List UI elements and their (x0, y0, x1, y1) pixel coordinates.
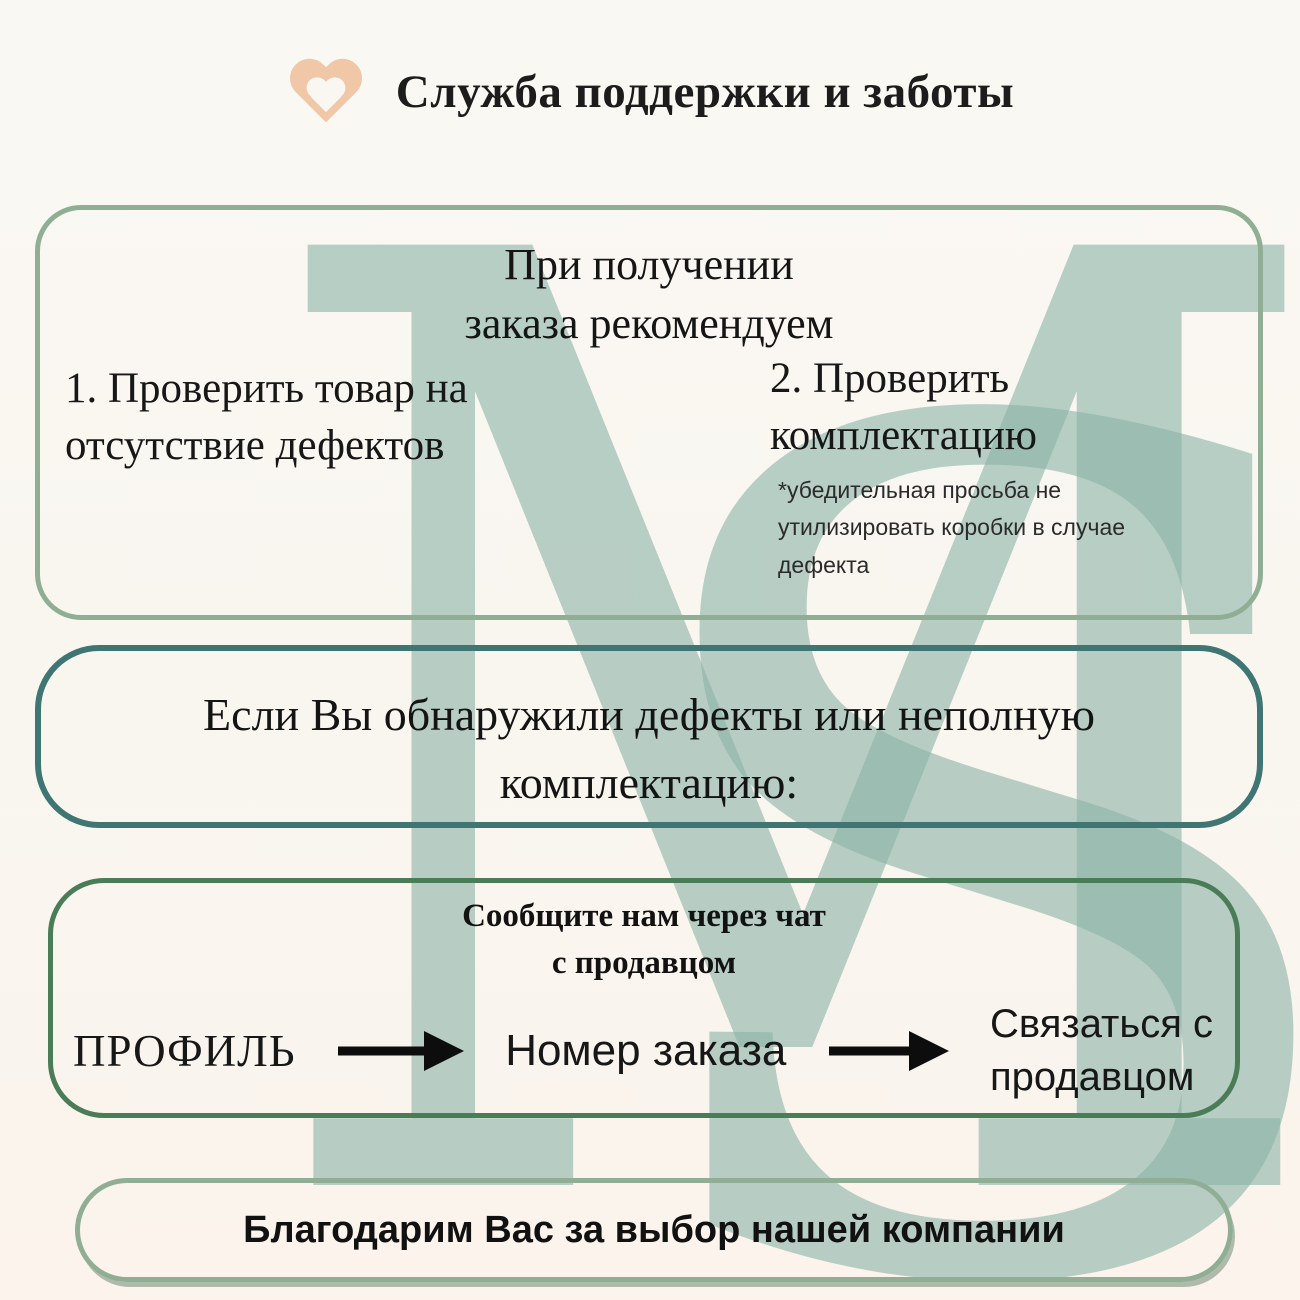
box1-heading-line1: При получении (504, 240, 794, 289)
contact-heading-line2: с продавцом (551, 944, 737, 981)
box1-heading-line2: заказа рекомендуем (464, 298, 834, 348)
flow-step-contact-seller: Связаться с продавцом (990, 998, 1213, 1104)
arrow-right-icon (829, 1031, 950, 1071)
check-defects-line1: 1. Проверить товар на (65, 365, 468, 412)
contact-flow-heading: Сообщите нам через чат с продавцом (53, 893, 1235, 987)
page-title: Служба поддержки и заботы (395, 66, 1015, 118)
check-contents-item: 2. Проверить комплектацию (770, 350, 1037, 464)
box-receiving-recommendations: При получении заказа рекомендуем 1. Пров… (35, 205, 1263, 620)
arrow-right-icon (338, 1031, 465, 1071)
check-contents-line1: 2. Проверить (770, 355, 1010, 402)
check-defects-item: 1. Проверить товар на отсутствие дефекто… (65, 360, 468, 474)
thank-you-text: Благодарим Вас за выбор нашей компании (243, 1208, 1065, 1251)
defects-found-line2: комплектацию: (499, 757, 799, 809)
box-thank-you: Благодарим Вас за выбор нашей компании (75, 1178, 1233, 1282)
check-defects-line2: отсутствие дефектов (65, 422, 445, 470)
defects-found-text: Если Вы обнаружили дефекты или неполную … (41, 681, 1257, 817)
contact-heading-line1: Сообщите нам через чат (462, 898, 826, 934)
heart-hands-icon (286, 56, 366, 128)
contact-seller-line2: продавцом (990, 1055, 1195, 1099)
defects-found-line1: Если Вы обнаружили дефекты или неполную (203, 689, 1095, 740)
note-line3: дефекта (778, 551, 870, 578)
box-contact-flow: Сообщите нам через чат с продавцом ПРОФИ… (48, 878, 1240, 1118)
contact-seller-line1: Связаться с (990, 1002, 1213, 1047)
check-contents-line2: комплектацию (770, 412, 1038, 460)
note-line2: утилизировать коробки в случае (778, 514, 1126, 541)
box1-heading: При получении заказа рекомендуем (40, 236, 1258, 353)
box-defects-found: Если Вы обнаружили дефекты или неполную … (35, 645, 1263, 828)
keep-boxes-note: *убедительная просьба не утилизировать к… (778, 472, 1150, 584)
contact-flow-steps: ПРОФИЛЬ Номер заказа Связаться с продавц… (73, 991, 1213, 1111)
flow-step-order-number: Номер заказа (505, 1026, 787, 1075)
flow-step-profile: ПРОФИЛЬ (73, 1026, 296, 1076)
note-line1: *убедительная просьба не (778, 477, 1062, 503)
header: Служба поддержки и заботы (0, 42, 1300, 142)
